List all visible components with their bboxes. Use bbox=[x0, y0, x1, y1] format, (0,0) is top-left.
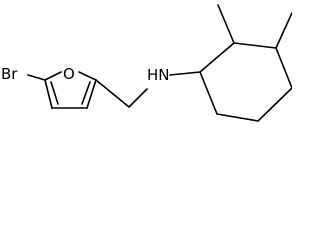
atom-label-bromine: Br bbox=[1, 65, 18, 83]
bond-c2-ch2 bbox=[95, 79, 130, 108]
bond-br-c5 bbox=[27, 74, 46, 81]
molecule-drawing: Br O HN bbox=[1, 4, 292, 122]
atom-label-amine: HN bbox=[147, 66, 170, 84]
bond-c4-c5-double bbox=[50, 81, 59, 105]
structure-canvas: Br O HN bbox=[1, 4, 292, 122]
bond-ch2-n bbox=[128, 88, 148, 108]
atom-label-oxygen: O bbox=[63, 65, 75, 83]
atom-label-layer: Br O HN bbox=[1, 65, 170, 84]
bond-c4h-c5h bbox=[257, 87, 292, 122]
bond-c3h-methyl bbox=[275, 12, 292, 49]
bond-o1-c2 bbox=[78, 71, 97, 81]
bond-c2-c3 bbox=[86, 79, 97, 109]
bond-layer bbox=[27, 4, 292, 122]
bond-n-c1 bbox=[169, 71, 201, 76]
bond-c4-c5 bbox=[44, 79, 53, 109]
bond-c2h-c3h bbox=[233, 42, 277, 49]
bond-c3h-c4h bbox=[275, 47, 292, 89]
bond-c5h-c6h bbox=[216, 113, 259, 122]
bond-c5-o1 bbox=[44, 71, 62, 81]
bond-c6h-c1 bbox=[199, 71, 218, 115]
bond-c2-c3-double bbox=[81, 81, 91, 105]
bond-c1-c2h bbox=[199, 42, 235, 73]
bond-c2h-methyl bbox=[217, 4, 235, 44]
